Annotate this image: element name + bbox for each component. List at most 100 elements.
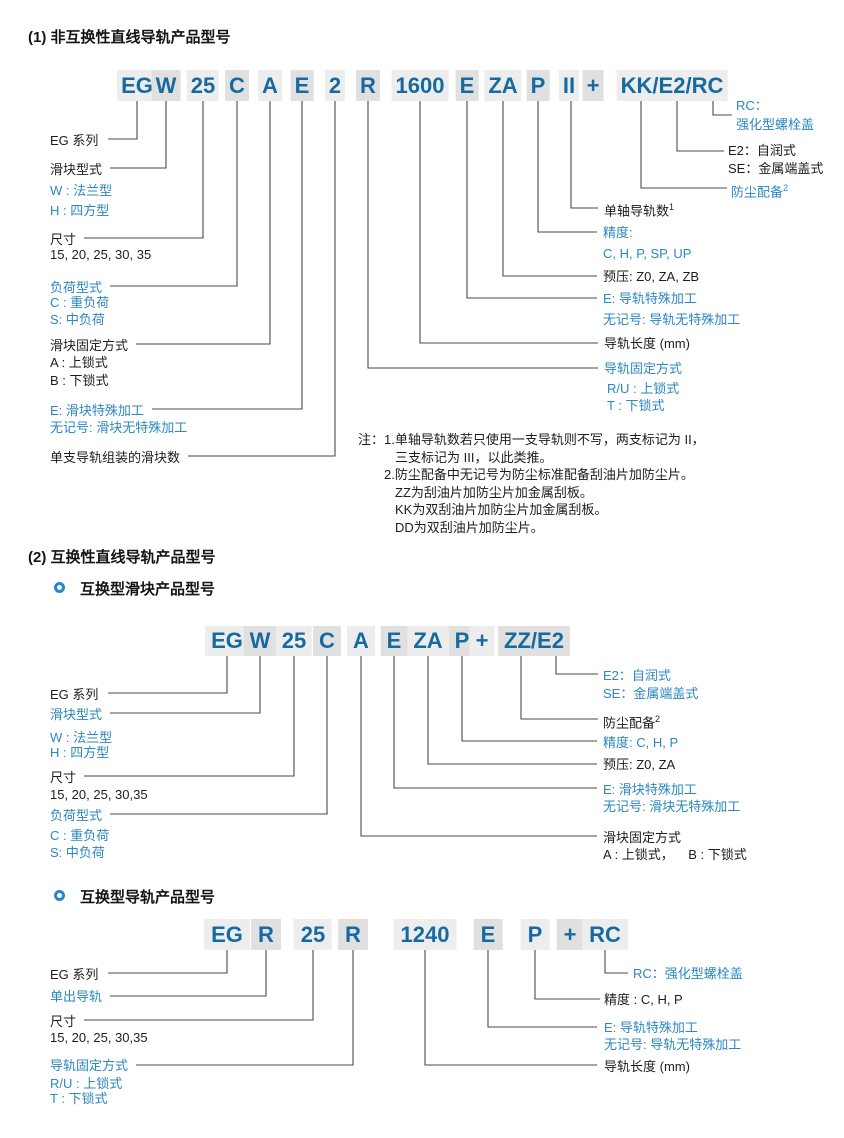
note-line-5: KK为双刮油片加防尘片加金属刮板。 <box>395 502 608 517</box>
label-rail-mount-3: 导轨固定方式 <box>50 1058 129 1073</box>
label-block-special-none: 无记号: 滑块无特殊加工 <box>50 420 188 435</box>
label-load-c: C : 重负荷 <box>50 295 110 310</box>
label-block-type: 滑块型式 <box>50 162 103 177</box>
note-line-3: 2.防尘配备中无记号为防尘标准配备刮油片加防尘片。 <box>384 467 694 482</box>
note-line-2: 三支标记为 III，以此类推。 <box>395 450 553 465</box>
label-se: SE：金属端盖式 <box>728 161 824 176</box>
model2-segment-series: EG <box>205 626 249 656</box>
label-mount-a: A : 上锁式 <box>50 355 108 370</box>
label-rail-length-3: 导轨长度 (mm) <box>604 1059 690 1074</box>
model1-segment-rail-mount: R <box>356 70 380 101</box>
label-rail-special-3: E: 导轨特殊加工 <box>604 1020 698 1035</box>
label-load-s: S: 中负荷 <box>50 312 105 327</box>
rail-count-superscript: 1 <box>669 202 675 212</box>
model1-segment-options: KK/E2/RC <box>616 70 728 101</box>
model2-segment-options: ZZ/E2 <box>498 626 570 656</box>
bullet-icon <box>54 582 65 593</box>
model3-segment-rail: R <box>251 919 281 950</box>
label-rail-count: 单轴导轨数1 <box>604 202 675 219</box>
model1-segment-mount: A <box>258 70 282 101</box>
label-dust-2: 防尘配备2 <box>603 714 661 731</box>
model1-segment-plus: + <box>582 70 604 101</box>
model1-segment-size: 25 <box>186 70 220 101</box>
model3-segment-size: 25 <box>293 919 333 950</box>
model1-segment-rail-special: E <box>455 70 479 101</box>
model1-segment-precision: P <box>526 70 550 101</box>
label-size: 尺寸 <box>50 232 77 247</box>
model2-segment-special: E <box>380 626 408 656</box>
label-block-mount: 滑块固定方式 <box>50 338 129 353</box>
label-rc-line1: RC： <box>736 98 768 113</box>
model1-segment-preload: ZA <box>484 70 522 101</box>
label-rail-special-none-3: 无记号: 导轨无特殊加工 <box>604 1037 742 1052</box>
model2-segment-preload: ZA <box>407 626 449 656</box>
section2-subtitle: 互换型滑块产品型号 <box>80 581 216 598</box>
label-precision: 精度: <box>603 225 633 240</box>
dust-superscript: 2 <box>783 183 789 193</box>
label-size-values-3: 15, 20, 25, 30,35 <box>50 1030 148 1045</box>
label-block-type-h: H : 四方型 <box>50 203 110 218</box>
model1-segment-load: C <box>225 70 249 101</box>
label-rail-special-none: 无记号: 导轨无特殊加工 <box>603 312 741 327</box>
label-eg-series: EG 系列 <box>50 133 99 148</box>
section2-title: (2) 互换性直线导轨产品型号 <box>28 549 216 566</box>
model3-segment-precision: P <box>520 919 550 950</box>
model2-segment-block-type: W <box>243 626 277 656</box>
label-block-special-none-2: 无记号: 滑块无特殊加工 <box>603 799 741 814</box>
model3-segment-rail-mount: R <box>338 919 368 950</box>
label-block-type-h-2: H : 四方型 <box>50 745 110 760</box>
note-prefix: 注： <box>358 432 385 447</box>
label-load-type-2: 负荷型式 <box>50 808 103 823</box>
label-size-values-2: 15, 20, 25, 30,35 <box>50 787 148 802</box>
label-load-c-2: C : 重负荷 <box>50 828 110 843</box>
label-mount-b: B : 下锁式 <box>50 373 109 388</box>
model1-segment-block-count: 2 <box>324 70 346 101</box>
label-rail-mount-t-3: T : 下锁式 <box>50 1091 108 1106</box>
note-line-4: ZZ为刮油片加防尘片加金属刮板。 <box>395 485 593 500</box>
model1-segment-rail-length: 1600 <box>391 70 449 101</box>
label-preload-2: 预压: Z0, ZA <box>603 757 676 772</box>
label-single-rail: 单出导轨 <box>50 989 103 1004</box>
label-mount-ab-2: A : 上锁式， B : 下锁式 <box>603 847 747 862</box>
label-rail-mount: 导轨固定方式 <box>604 361 683 376</box>
model1-segment-block-special: E <box>290 70 314 101</box>
label-block-type-w-2: W : 法兰型 <box>50 730 113 745</box>
model1-segment-rail-count: II <box>558 70 580 101</box>
label-rail-mount-ru: R/U : 上锁式 <box>607 381 680 396</box>
label-size-values: 15, 20, 25, 30, 35 <box>50 247 152 262</box>
label-rail-mount-ru-3: R/U : 上锁式 <box>50 1076 123 1091</box>
label-blocks-per-rail: 单支导轨组装的滑块数 <box>50 450 181 465</box>
model3-segment-rail-length: 1240 <box>393 919 457 950</box>
model3-segment-special: E <box>473 919 503 950</box>
section1-title: (1) 非互换性直线导轨产品型号 <box>28 29 231 46</box>
label-rail-mount-t: T : 下锁式 <box>607 398 665 413</box>
label-size-2: 尺寸 <box>50 770 77 785</box>
label-rail-length: 导轨长度 (mm) <box>604 336 690 351</box>
model3-segment-rc: RC <box>582 919 628 950</box>
model2-segment-load: C <box>313 626 341 656</box>
label-precision-values: C, H, P, SP, UP <box>603 246 692 261</box>
model1-segment-block-type: W <box>151 70 181 101</box>
model2-segment-plus: + <box>469 626 495 656</box>
section3-subtitle: 互换型导轨产品型号 <box>80 889 216 906</box>
label-e2-2: E2：自润式 <box>603 668 671 683</box>
label-precision-2: 精度: C, H, P <box>603 735 679 750</box>
label-block-special-2: E: 滑块特殊加工 <box>603 782 697 797</box>
label-eg-series-2: EG 系列 <box>50 687 99 702</box>
label-se-2: SE：金属端盖式 <box>603 686 699 701</box>
label-size-3: 尺寸 <box>50 1014 77 1029</box>
model3-segment-plus: + <box>556 919 584 950</box>
label-block-mount-2: 滑块固定方式 <box>603 830 682 845</box>
label-e2: E2：自润式 <box>728 143 796 158</box>
label-load-s-2: S: 中负荷 <box>50 845 105 860</box>
label-precision-3: 精度 : C, H, P <box>604 992 683 1007</box>
dust-superscript-2: 2 <box>655 714 661 724</box>
model2-segment-mount: A <box>347 626 375 656</box>
note-line-1: 1.单轴导轨数若只使用一支导轨则不写，两支标记为 II， <box>384 432 705 447</box>
label-block-type-2: 滑块型式 <box>50 707 103 722</box>
model1-segment-series: EG <box>117 70 157 101</box>
label-block-special: E: 滑块特殊加工 <box>50 403 144 418</box>
label-rc-3: RC：强化型螺栓盖 <box>633 966 743 981</box>
